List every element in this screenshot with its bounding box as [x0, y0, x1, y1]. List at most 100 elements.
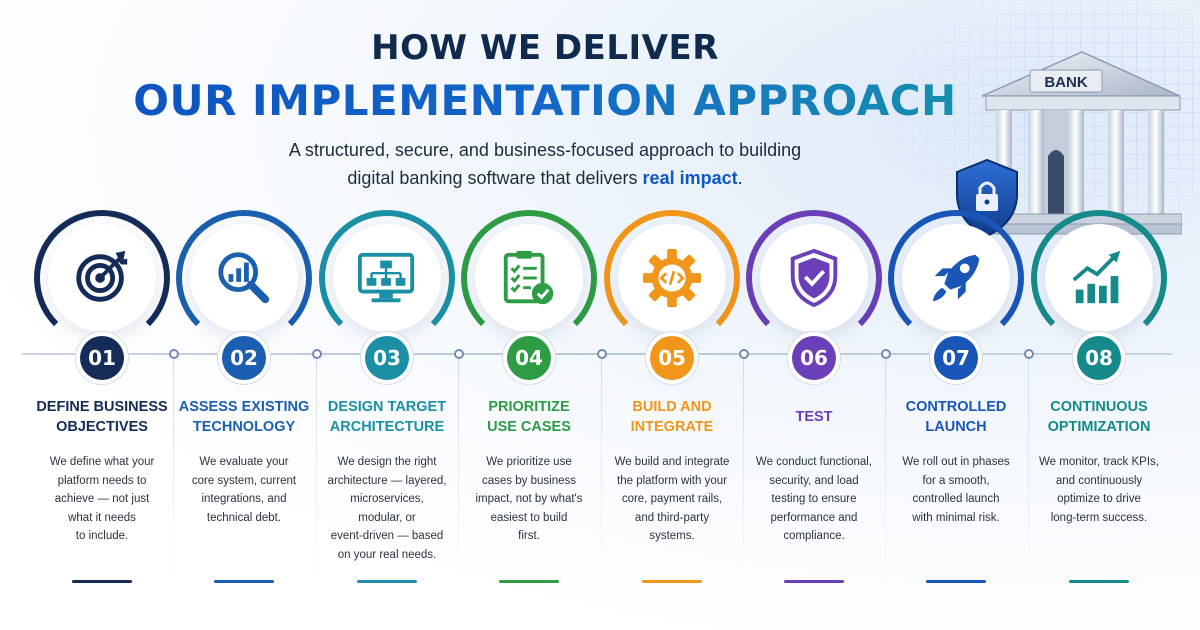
step-title-line-2: ARCHITECTURE [329, 419, 445, 435]
timeline-dot [312, 349, 322, 359]
step-description-line: We monitor, track KPIs, [1039, 456, 1159, 468]
step-description-line: impact, not by what's [475, 493, 583, 505]
step-description-line: We design the right [337, 456, 437, 468]
subtitle-text: digital banking software that delivers [347, 168, 643, 188]
step-description-line: performance and [770, 511, 858, 524]
step-number: 06 [792, 336, 836, 380]
step-title: DEFINE BUSINESS OBJECTIVES [32, 397, 172, 437]
step-description-line: systems. [649, 530, 695, 542]
monitor-hierarchy-icon [357, 252, 415, 303]
step-description-line: architecture — layered, [327, 474, 447, 487]
step-ring [34, 210, 170, 346]
target-arrow-icon [76, 250, 128, 302]
step-description-line: technical debt. [206, 511, 282, 524]
step-accent-bar [642, 580, 702, 583]
step-description-line: We conduct functional, [755, 456, 873, 468]
step-ring [319, 210, 455, 346]
step-title-line-2: INTEGRATE [630, 419, 714, 435]
step-description: We design the right architecture — layere… [321, 453, 453, 564]
step-accent-bar [214, 580, 274, 583]
step-description-line: and continuously [1055, 474, 1143, 487]
step-title-line-1: TEST [795, 409, 833, 425]
step-description-line: achieve — not just [54, 493, 150, 505]
step-divider [316, 352, 317, 592]
step-divider [1028, 352, 1029, 592]
step-description-line: core, payment rails, [621, 493, 723, 505]
step-accent-bar [499, 580, 559, 583]
timeline-dot [169, 349, 179, 359]
timeline-dot [881, 349, 891, 359]
step-description-line: easiest to build [490, 511, 568, 524]
step-ring [461, 210, 597, 346]
step-ring [176, 210, 312, 346]
step-description-line: testing to ensure [771, 493, 857, 505]
timeline-dot [454, 349, 464, 359]
timeline-dot [1024, 349, 1034, 359]
subtitle-period: . [737, 168, 743, 188]
step-ring [746, 210, 882, 346]
step-ring [604, 210, 740, 346]
step-divider [743, 352, 744, 592]
step-description: We conduct functional, security, and load… [748, 453, 880, 546]
step-description: We monitor, track KPIs, and continuously o… [1033, 453, 1165, 527]
step-description-line: for a smooth, [922, 474, 990, 487]
step-description-line: controlled launch [912, 493, 1000, 505]
timeline-dot [597, 349, 607, 359]
step-ring [888, 210, 1024, 346]
step-title-line-1: DEFINE BUSINESS [36, 399, 168, 415]
step-description-line: event-driven — based [330, 530, 444, 542]
step-title: ASSESS EXISTING TECHNOLOGY [174, 397, 314, 437]
rocket-icon [932, 254, 980, 302]
step-icon-circle [190, 224, 298, 332]
step-divider [458, 352, 459, 592]
step-description-line: integrations, and [201, 493, 287, 505]
step-description-line: compliance. [783, 530, 845, 542]
page-title: OUR IMPLEMENTATION APPROACH [0, 76, 1200, 125]
step-description-line: We build and integrate [614, 456, 730, 468]
step-number: 08 [1077, 336, 1121, 380]
step-description-line: with minimal risk. [912, 511, 1000, 524]
step-description-line: We define what your [49, 456, 155, 468]
step-icon-circle [902, 224, 1010, 332]
step-title-line-2: TECHNOLOGY [192, 419, 296, 435]
step-description-line: optimize to drive [1057, 493, 1141, 505]
step-title-line-1: ASSESS EXISTING [178, 399, 310, 415]
step-title-line-2: OPTIMIZATION [1047, 419, 1151, 435]
step-accent-bar [926, 580, 986, 583]
timeline-dot [739, 349, 749, 359]
step-divider [173, 352, 174, 592]
step-icon-circle [760, 224, 868, 332]
subtitle-highlight: real impact [642, 168, 738, 188]
subtitle: A structured, secure, and business-focus… [0, 136, 1200, 192]
checklist-icon [503, 250, 554, 305]
shield-check-icon [790, 248, 838, 308]
step-divider [601, 352, 602, 592]
growth-chart-icon [1072, 250, 1121, 304]
step-title-line-2: OBJECTIVES [56, 419, 148, 435]
step-title-line-2: USE CASES [487, 419, 571, 435]
step-description-line: platform needs to [57, 474, 147, 487]
step-description-line: We roll out in phases [902, 456, 1010, 468]
step-accent-bar [1069, 580, 1129, 583]
step-accent-bar [784, 580, 844, 583]
step-description-line: on your real needs. [337, 548, 437, 561]
step-description-line: security, and load [769, 474, 859, 487]
step-description-line: microservices, [350, 493, 424, 505]
step-description-line: the platform with your [617, 474, 727, 487]
step-ring [1031, 210, 1167, 346]
step-title-line-1: CONTINUOUS [1050, 399, 1148, 415]
step-divider [885, 352, 886, 592]
step-icon-circle [1045, 224, 1153, 332]
step-icon-circle [48, 224, 156, 332]
step-number: 03 [365, 336, 409, 380]
step-icon-circle [333, 224, 441, 332]
